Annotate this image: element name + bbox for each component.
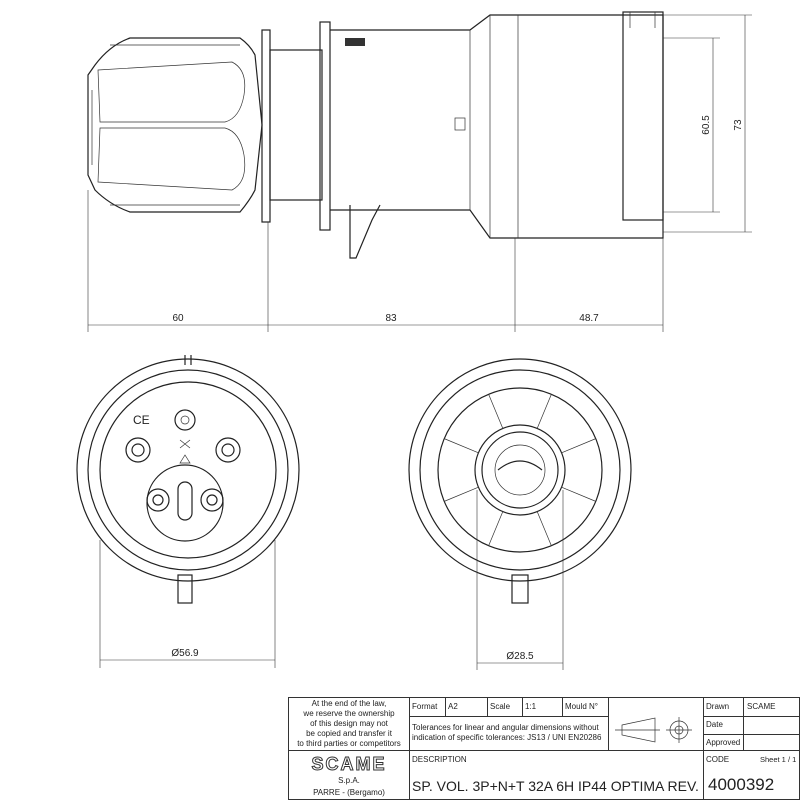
disclaimer: At the end of the law, we reserve the ow… [288,699,410,749]
disclaimer-line: to third parties or competitors [297,739,401,748]
company-location: PARRE - (Bergamo) [313,788,385,797]
spoke-rib [536,394,552,429]
dim-60-5: 60.5 [701,115,712,135]
description-label: DESCRIPTION [412,755,467,764]
drawn-value: SCAME [747,702,776,711]
rear-view: CE [76,355,300,604]
spoke-rib [488,394,504,429]
format-value: A2 [448,702,458,711]
dim-diameter-56-9: Ø56.9 [171,648,199,659]
code: 4000392 [708,775,775,794]
spoke-rib [561,438,596,454]
spoke-rib [488,511,504,546]
dim-diameter-28-5: Ø28.5 [506,651,534,662]
disclaimer-line: we reserve the ownership [303,709,395,718]
tolerance-symbols [615,717,692,743]
vertical-dimensions [663,14,752,233]
horizontal-dimensions [87,190,664,332]
mould-label: Mould N° [565,702,598,711]
spoke-rib [444,486,479,502]
description: SP. VOL. 3P+N+T 32A 6H IP44 OPTIMA REV. [412,778,699,794]
front-view [408,358,632,604]
code-label: CODE [706,755,730,764]
format-label: Format [412,702,438,711]
tolerances-line: Tolerances for linear and angular dimens… [412,723,599,732]
dim-48-7: 48.7 [579,313,599,324]
marking-icon [345,38,365,46]
tolerances-note: Tolerances for linear and angular dimens… [412,723,601,743]
dim-83: 83 [385,313,397,324]
side-view [87,11,664,259]
approved-label: Approved [706,738,741,747]
spoke-rib [561,486,596,502]
scale-value: 1:1 [525,702,537,711]
tolerances-line: indication of specific tolerances: JS13 … [412,733,602,742]
disclaimer-line: At the end of the law, [311,699,387,708]
sheet-number: Sheet 1 / 1 [760,755,797,764]
company-form: S.p.A. [338,776,360,785]
date-label: Date [706,720,723,729]
ce-mark: CE [133,413,150,427]
spoke-rib [536,511,552,546]
disclaimer-line: of this design may not [310,719,388,728]
dim-60: 60 [172,313,184,324]
scale-label: Scale [490,702,511,711]
scame-logo: SCAME [311,754,387,775]
dim-73: 73 [733,119,744,131]
spoke-rib [444,438,479,454]
drawn-label: Drawn [706,702,730,711]
disclaimer-line: be copied and transfer it [306,729,392,738]
diameter-dimensions [99,490,564,670]
